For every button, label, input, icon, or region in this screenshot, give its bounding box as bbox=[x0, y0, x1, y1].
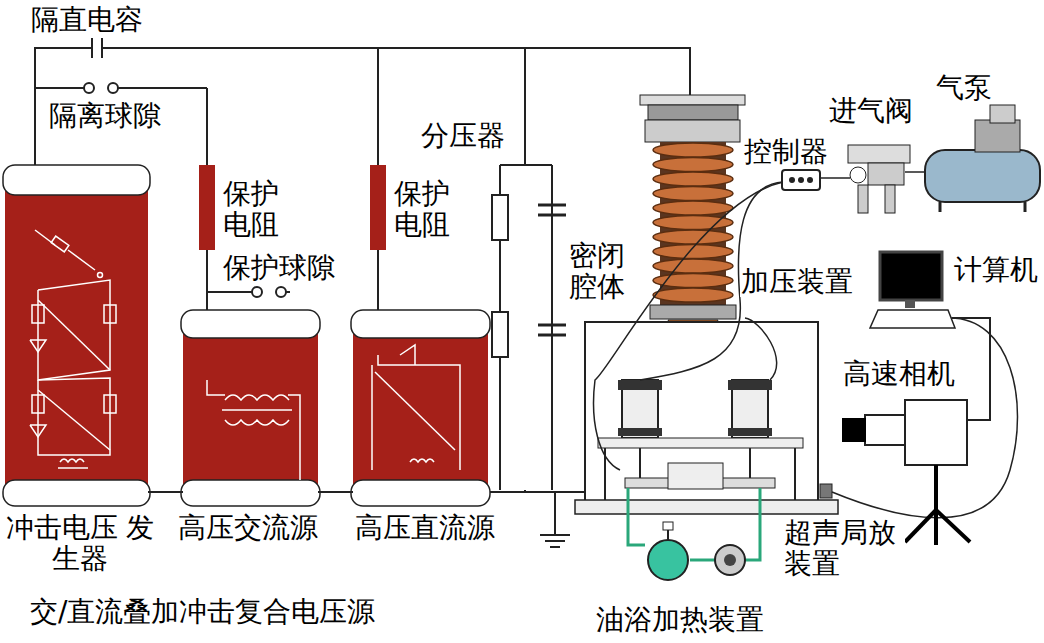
title: 交/直流叠加冲击复合电压源 bbox=[30, 596, 375, 627]
node-label: 高压交流源 bbox=[163, 512, 333, 543]
computer: 计算机 bbox=[870, 250, 952, 330]
node-label: 高压直流源 bbox=[340, 512, 510, 543]
label: 加压装置 bbox=[740, 266, 854, 297]
label: 保护 电阻 bbox=[393, 178, 459, 241]
controller: 控制器 bbox=[782, 170, 820, 190]
dc-source: 高压直流源 bbox=[353, 310, 488, 505]
node-label: 高速相机 bbox=[843, 358, 973, 389]
label: 气泵 bbox=[935, 72, 993, 103]
label: 密闭 腔体 bbox=[568, 240, 634, 303]
ac-source: 高压交流源 bbox=[183, 310, 318, 505]
label: 隔直电容 bbox=[30, 4, 144, 35]
label: 分压器 bbox=[420, 120, 506, 151]
label: 保护 电阻 bbox=[222, 178, 288, 241]
wire bbox=[148, 491, 183, 493]
wire bbox=[318, 491, 353, 493]
label: 超声局放 装置 bbox=[783, 517, 905, 580]
label: 保护球隙 bbox=[222, 252, 336, 283]
label: 隔离球隙 bbox=[48, 100, 162, 131]
label: 油浴加热装置 bbox=[595, 604, 765, 635]
node-label: 冲击电压 发生器 bbox=[5, 512, 155, 575]
node-label: 计算机 bbox=[954, 254, 1044, 285]
node-label: 控制器 bbox=[744, 136, 844, 167]
camera: 高速相机 bbox=[905, 398, 968, 466]
impulse-generator: 冲击电压 发生器 bbox=[5, 165, 148, 505]
wire bbox=[952, 318, 990, 420]
label: 进气阀 bbox=[828, 95, 914, 126]
